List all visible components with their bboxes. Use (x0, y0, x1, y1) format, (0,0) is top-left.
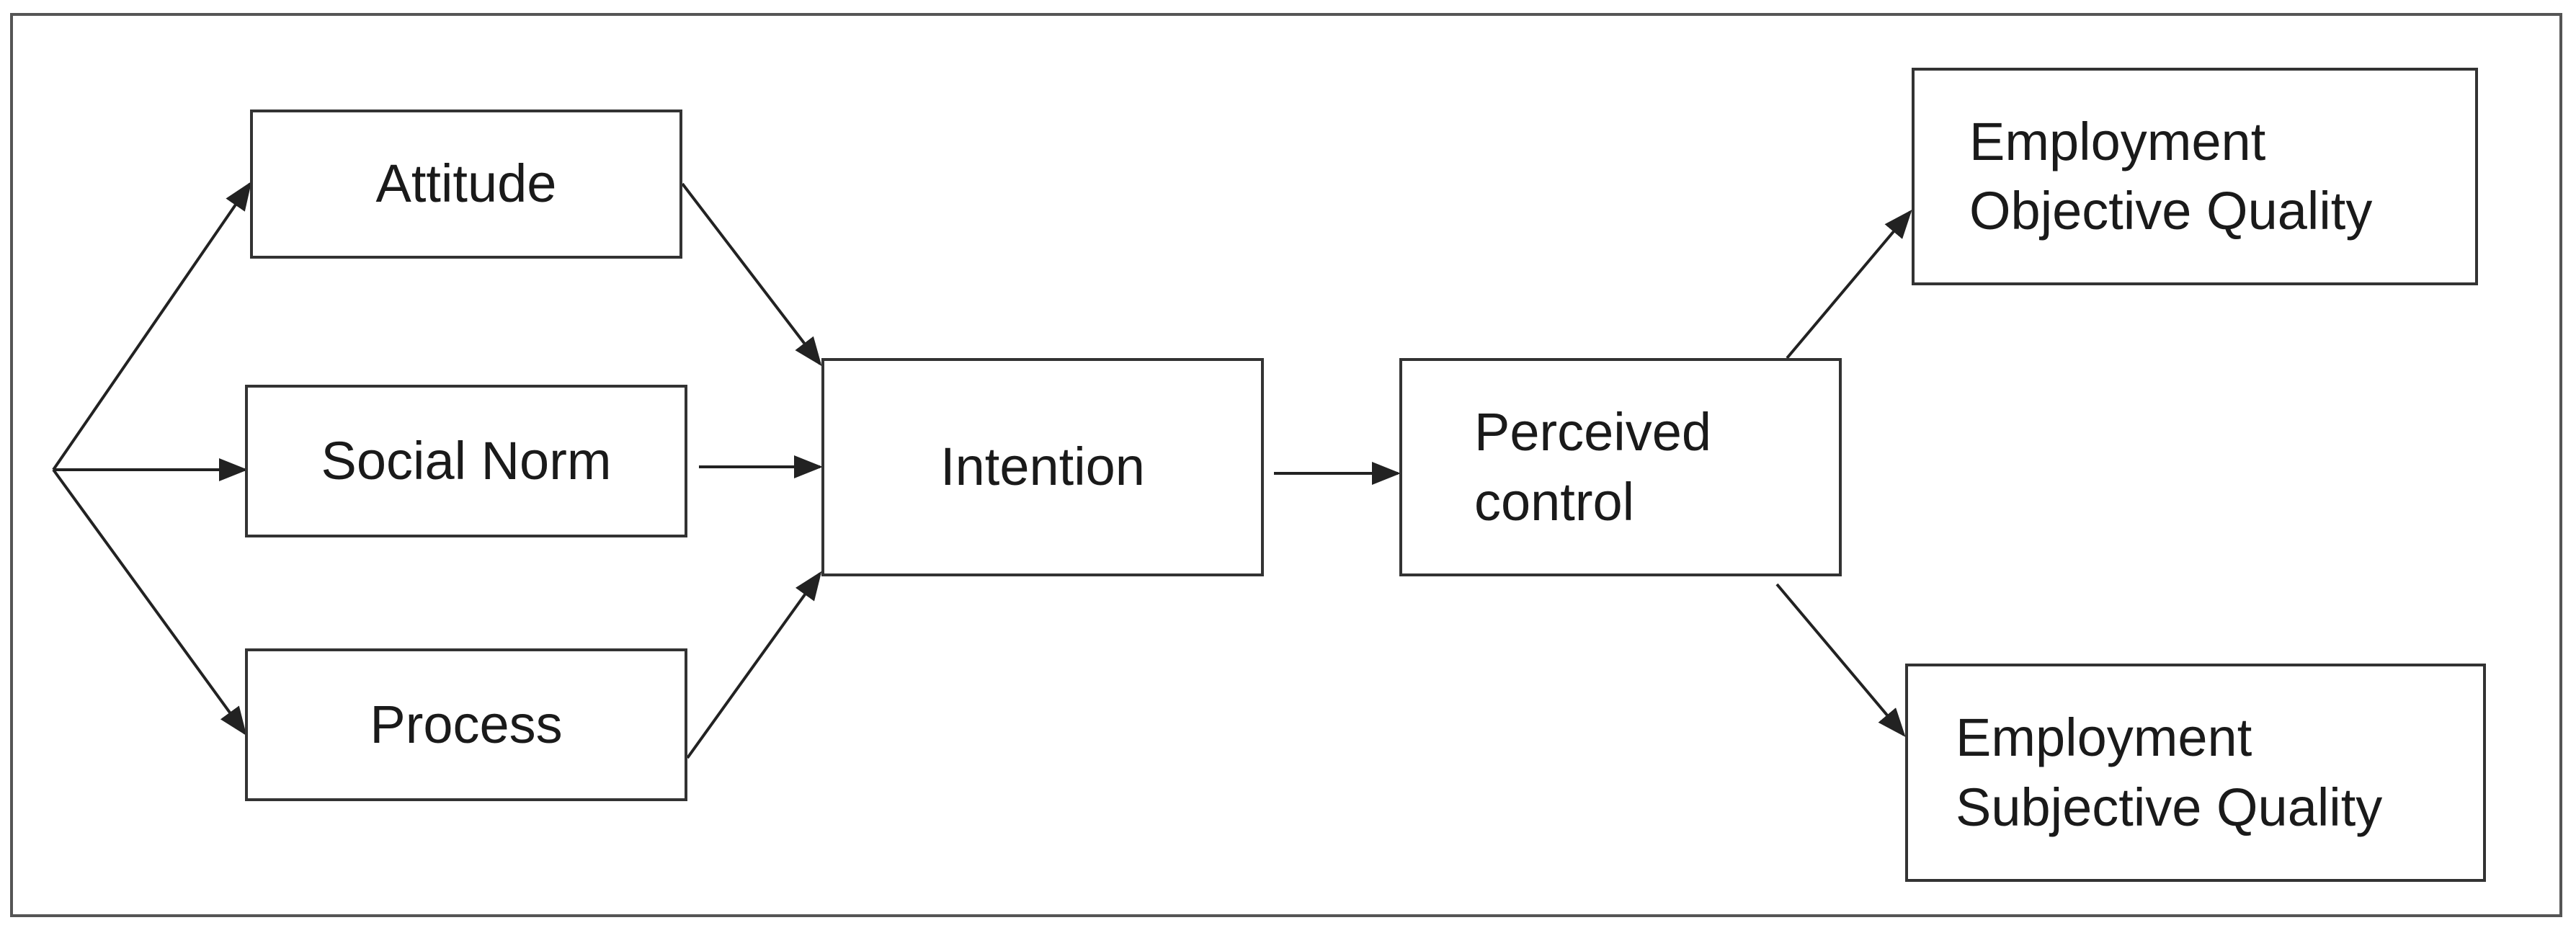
edge-origin-attitude (52, 181, 252, 471)
objective-quality-label: Employment Objective Quality (1969, 111, 2373, 241)
diagram-frame (10, 13, 2562, 917)
edge-attitude-intention (681, 182, 822, 367)
process-box: Process (245, 648, 687, 801)
social-norm-label: Social Norm (321, 430, 612, 491)
intention-box: Intention (821, 358, 1264, 576)
objective-quality-box: Employment Objective Quality (1912, 68, 2478, 285)
edge-perceived-control-objective-quality (1786, 209, 1912, 360)
edge-origin-process (52, 468, 247, 736)
intention-label: Intention (940, 437, 1145, 497)
subjective-quality-label: Employment Subjective Quality (1956, 707, 2383, 837)
edge-perceived-control-subjective-quality (1775, 583, 1906, 738)
edge-process-intention (686, 571, 822, 759)
perceived-control-box: Perceived control (1399, 358, 1842, 576)
perceived-control-label: Perceived control (1474, 402, 1712, 532)
attitude-label: Attitude (375, 153, 557, 214)
process-label: Process (370, 694, 563, 754)
attitude-box: Attitude (250, 110, 682, 259)
subjective-quality-box: Employment Subjective Quality (1905, 664, 2486, 882)
social-norm-box: Social Norm (245, 385, 687, 537)
